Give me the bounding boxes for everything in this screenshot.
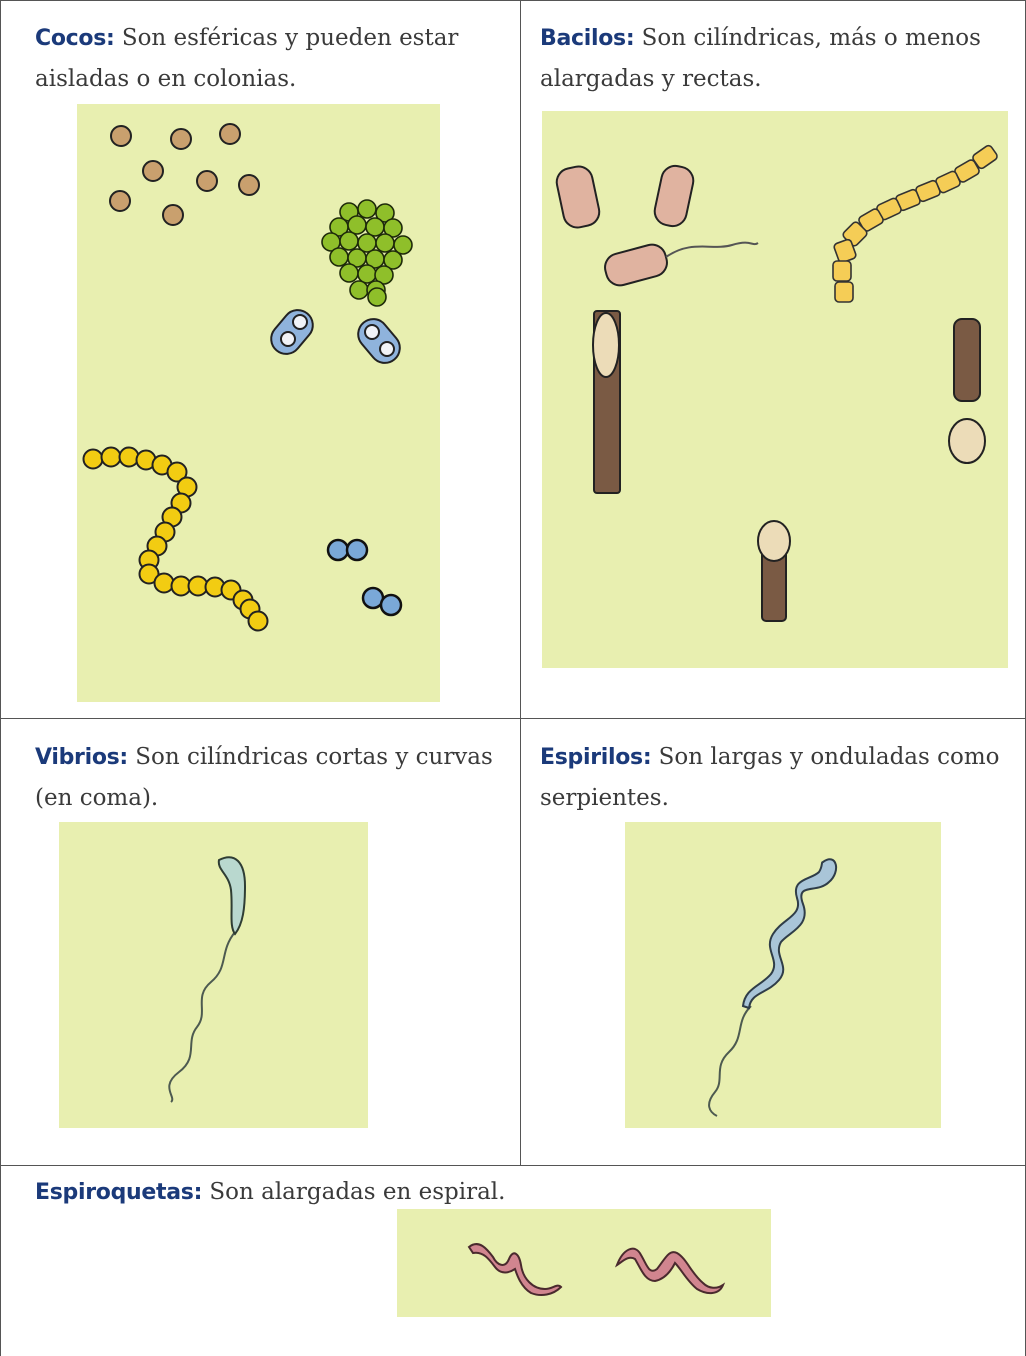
- table-column-divider: [520, 0, 521, 1165]
- isolated-cocci: [110, 124, 259, 225]
- vibrios-illustration: [59, 822, 368, 1128]
- caption-cocos: Cocos: Son esféricas y pueden estar aisl…: [35, 18, 505, 99]
- staphylococci-cluster: [322, 200, 412, 306]
- table-border-left: [0, 0, 1, 1356]
- espiroquetas-illustration: [397, 1209, 771, 1317]
- streptococci-chain: [84, 448, 268, 631]
- term-bacilos: Bacilos:: [540, 26, 634, 51]
- spirochete-1: [469, 1244, 561, 1295]
- caption-bacilos: Bacilos: Son cilíndricas, más o menos al…: [540, 18, 1010, 99]
- term-cocos: Cocos:: [35, 26, 115, 51]
- desc-espiroquetas: Son alargadas en espiral.: [209, 1179, 505, 1205]
- diplococci: [328, 540, 401, 615]
- table-row-divider-1: [0, 718, 1026, 719]
- caption-vibrios: Vibrios: Son cilíndricas cortas y curvas…: [35, 737, 505, 818]
- spirochete-2: [617, 1249, 723, 1293]
- caption-espirilos: Espirilos: Son largas y onduladas como s…: [540, 737, 1010, 818]
- term-espirilos: Espirilos:: [540, 745, 651, 770]
- term-espiroquetas: Espiroquetas:: [35, 1180, 202, 1205]
- spirillum-flagellum: [709, 1006, 751, 1116]
- spirillum-body: [743, 859, 836, 1008]
- caption-espiroquetas: Espiroquetas: Son alargadas en espiral.: [35, 1172, 935, 1213]
- bacilos-illustration: [542, 111, 1008, 668]
- term-vibrios: Vibrios:: [35, 745, 128, 770]
- bacilli-pink: [554, 163, 758, 288]
- sporulated-bacilli: [593, 311, 985, 621]
- table-row-divider-2: [0, 1165, 1026, 1166]
- encapsulated-diplococci: [265, 304, 406, 369]
- table-border-top: [0, 0, 1026, 1]
- cocos-illustration: [77, 104, 440, 702]
- vibrio-flagellum: [169, 932, 235, 1102]
- espirilos-illustration: [625, 822, 941, 1128]
- streptobacilli-chain: [833, 144, 999, 302]
- vibrio-body: [219, 857, 245, 934]
